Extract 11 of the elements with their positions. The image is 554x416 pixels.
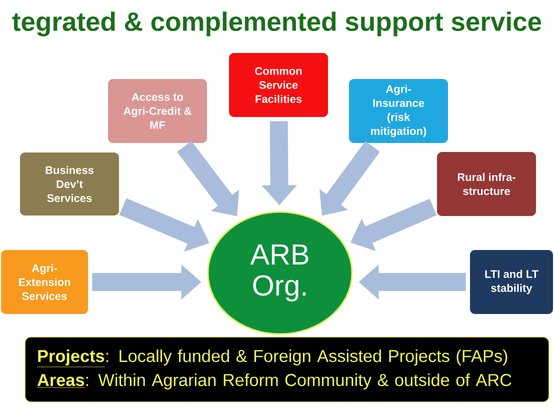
info-panel xyxy=(24,336,550,402)
info-text: Projects: Locally funded & Foreign Assisted Projects (FAPs) xyxy=(36,349,508,368)
service-box: LTI and LT stability xyxy=(470,250,553,314)
service-box: Agri- Insurance (risk mitigation) xyxy=(349,79,448,143)
service-box: Agri- Extension Services xyxy=(1,250,88,314)
service-box: Rural infra- structure xyxy=(437,152,536,216)
service-box: Business Dev’t Services xyxy=(20,152,119,216)
service-box: Common Service Facilities xyxy=(229,53,328,117)
service-box: Access to Agri-Credit & MF xyxy=(108,79,207,143)
title: tegrated & complemented support service xyxy=(12,12,542,36)
info-text: Areas: Within Agrarian Reform Community & outside of ARC xyxy=(36,373,512,390)
